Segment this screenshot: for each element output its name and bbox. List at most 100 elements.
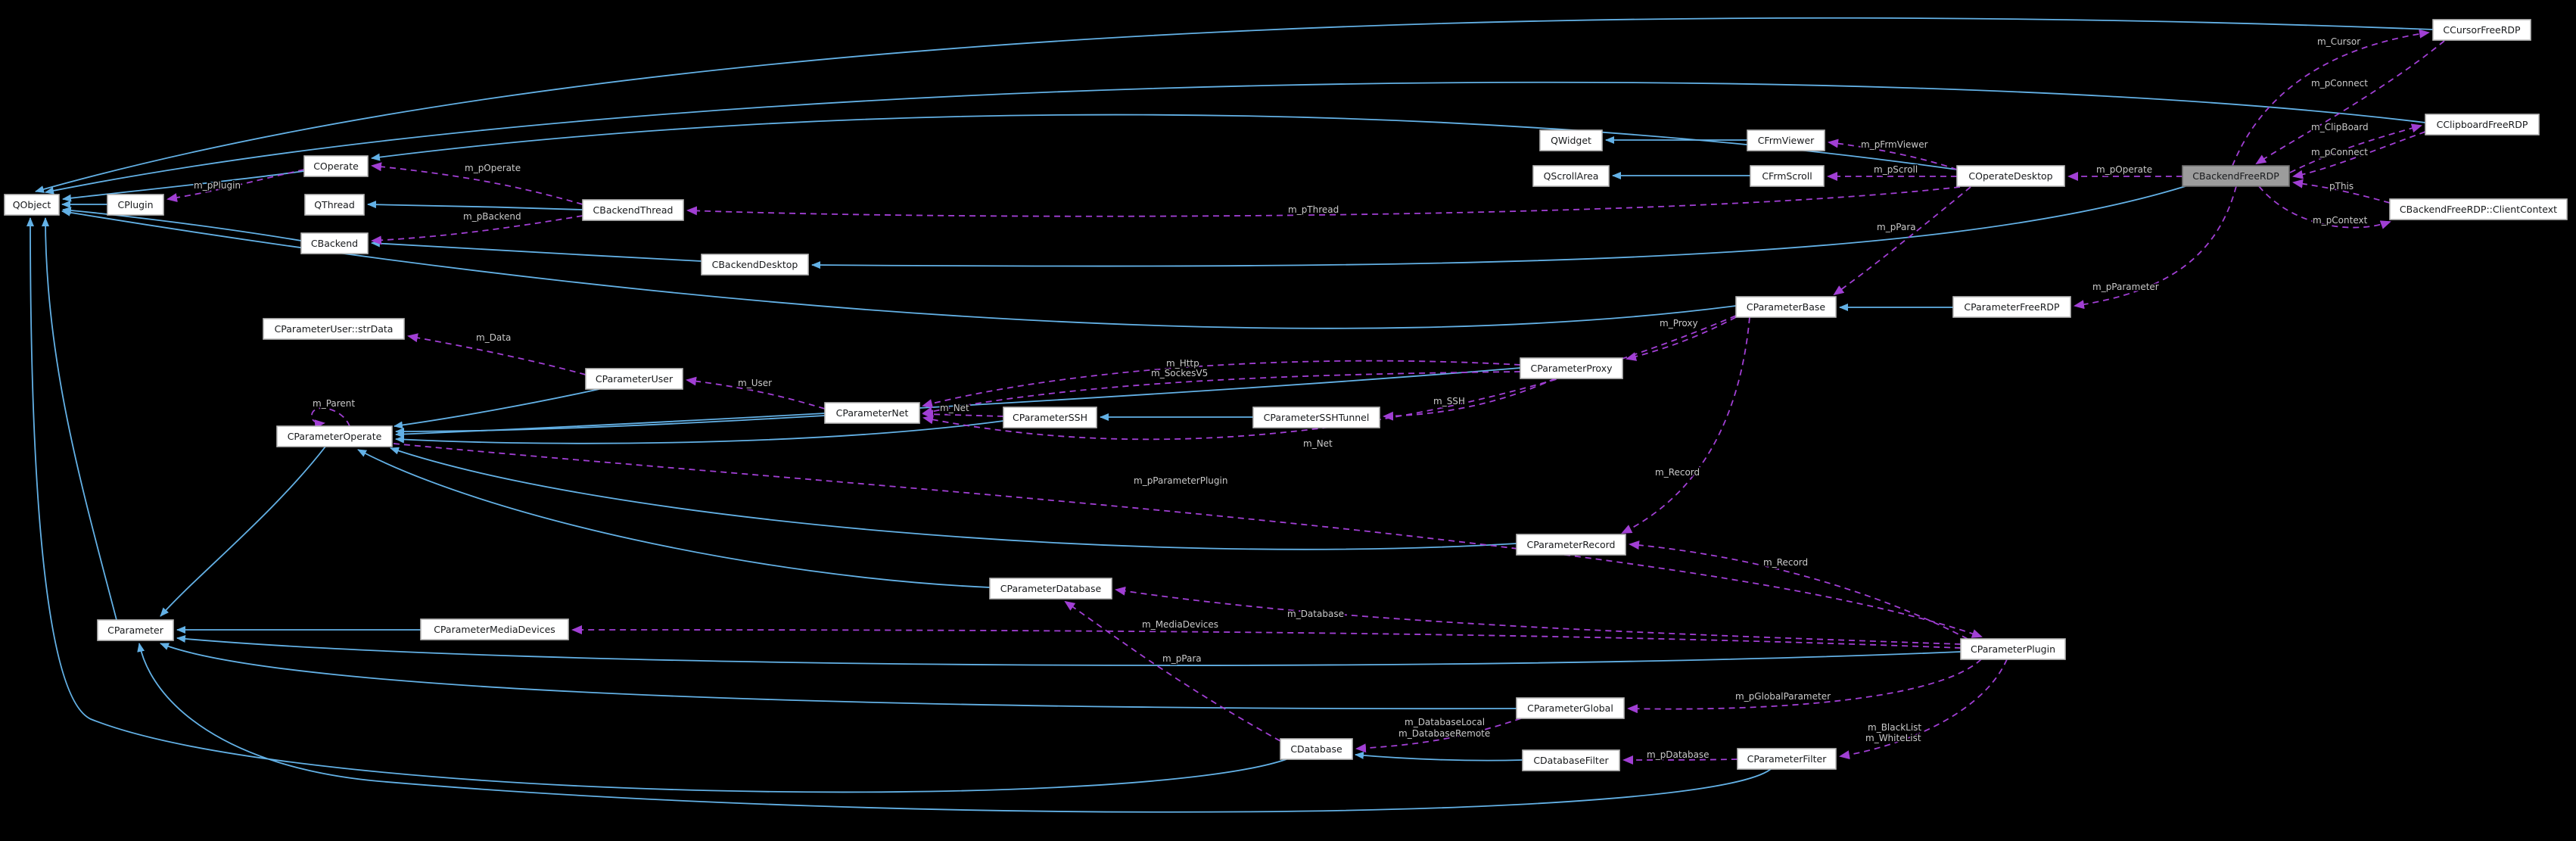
class-node-cparameternet[interactable]: CParameterNet — [824, 402, 920, 424]
class-node-box[interactable] — [1522, 749, 1620, 771]
class-node-cdatabasefilter[interactable]: CDatabaseFilter — [1522, 749, 1620, 771]
class-node-box[interactable] — [276, 425, 393, 447]
class-node-label: CFrmViewer — [1758, 135, 1815, 146]
class-node-label: CParameterFilter — [1747, 753, 1828, 765]
class-node-box[interactable] — [701, 254, 809, 276]
class-node-cplugin[interactable]: CPlugin — [107, 194, 164, 216]
class-node-label: CParameterSSHTunnel — [1264, 412, 1370, 423]
edge-cparameterplugin-to-cparameterglobal — [1627, 659, 1982, 714]
edge-cparameterbase-to-qobject — [61, 208, 1737, 329]
class-node-label: CParameterMediaDevices — [434, 624, 555, 635]
class-node-box[interactable] — [1747, 129, 1825, 151]
class-node-cdatabase[interactable]: CDatabase — [1280, 738, 1353, 760]
class-node-box[interactable] — [2389, 198, 2568, 220]
class-node-box[interactable] — [1737, 748, 1837, 770]
class-node-box[interactable] — [2182, 165, 2290, 187]
class-node-coperatedesktop[interactable]: COperateDesktop — [1956, 165, 2065, 187]
class-node-box[interactable] — [1003, 406, 1097, 428]
class-node-cbackendfreerdp[interactable]: CBackendFreeRDP — [2182, 165, 2290, 187]
class-node-label: CBackendDesktop — [712, 259, 798, 270]
class-node-qwidget[interactable]: QWidget — [1539, 129, 1603, 151]
class-node-box[interactable] — [1539, 129, 1603, 151]
class-node-box[interactable] — [420, 618, 569, 640]
class-node-cparameterglobal[interactable]: CParameterGlobal — [1516, 697, 1625, 719]
class-node-cbackenddesktop[interactable]: CBackendDesktop — [701, 254, 809, 276]
edge-cparameterssh-to-cparameternet — [922, 410, 1004, 419]
class-node-box[interactable] — [1532, 165, 1610, 187]
class-node-cparameterproxy[interactable]: CParameterProxy — [1520, 357, 1623, 379]
class-node-box[interactable] — [263, 318, 405, 340]
edge-cparameterfilter-to-cdatabasefilter — [1622, 755, 1738, 765]
class-node-box[interactable] — [824, 402, 920, 424]
class-node-cfrmscroll[interactable]: CFrmScroll — [1750, 165, 1825, 187]
edge-clientcontext-to-cbackendfreerdp — [2292, 179, 2391, 204]
class-node-cfrmviewer[interactable]: CFrmViewer — [1747, 129, 1825, 151]
class-node-box[interactable] — [1280, 738, 1353, 760]
class-node-box[interactable] — [304, 194, 365, 216]
edge-cclipboardfreerdp-to-cbackendfreerdp — [2292, 131, 2426, 179]
edge-label: m_pContext — [2313, 215, 2368, 226]
class-node-box[interactable] — [989, 578, 1112, 600]
class-node-box[interactable] — [1956, 165, 2065, 187]
class-node-cparameter[interactable]: CParameter — [97, 619, 174, 641]
class-node-cparametersshtunnel[interactable]: CParameterSSHTunnel — [1252, 406, 1380, 428]
class-node-box[interactable] — [2425, 114, 2540, 135]
edge-coperatedesktop-to-coperate — [371, 114, 1958, 170]
edge-ccursorfreerdp-to-qobject — [35, 17, 2434, 193]
class-node-cparameterfreerdp[interactable]: CParameterFreeRDP — [1952, 296, 2071, 318]
class-node-label: CDatabaseFilter — [1533, 755, 1609, 766]
class-node-box[interactable] — [1520, 357, 1623, 379]
edge-cparameterproxy-to-cparametersshtunnel — [1383, 378, 1556, 421]
class-node-label: CParameterDatabase — [1000, 583, 1102, 594]
class-node-cparametermediadevices[interactable]: CParameterMediaDevices — [420, 618, 569, 640]
edge-cparameterproxy-to-cparameteroperate — [395, 367, 1521, 438]
class-node-cparameterbase[interactable]: CParameterBase — [1735, 296, 1837, 318]
class-node-box[interactable] — [585, 368, 683, 390]
class-node-qobject[interactable]: QObject — [4, 194, 60, 216]
class-node-coperate[interactable]: COperate — [303, 155, 369, 177]
class-node-box[interactable] — [97, 619, 174, 641]
edge-cbackenddesktop-to-cbackend — [371, 239, 702, 262]
class-node-cparameteruser[interactable]: CParameterUser — [585, 368, 683, 390]
class-node-strdata[interactable]: CParameterUser::strData — [263, 318, 405, 340]
class-node-label: CParameterGlobal — [1527, 702, 1613, 714]
edge-cparameterrecord-to-cparameteroperate — [390, 447, 1517, 550]
edge-cbackendfreerdp-to-clientcontext — [2258, 185, 2391, 229]
edge-label: m_pConnect — [2311, 78, 2368, 89]
class-node-label: CBackend — [311, 238, 358, 249]
class-node-cbackendthread[interactable]: CBackendThread — [582, 199, 684, 221]
class-node-box[interactable] — [1252, 406, 1380, 428]
edge-label: m_Record — [1763, 557, 1808, 568]
class-node-cparameterdatabase[interactable]: CParameterDatabase — [989, 578, 1112, 600]
edge-label: m_pParameter — [2092, 282, 2159, 292]
class-node-cclipboardfreerdp[interactable]: CClipboardFreeRDP — [2425, 114, 2540, 135]
class-node-box[interactable] — [1960, 638, 2066, 660]
class-node-box[interactable] — [303, 155, 369, 177]
class-node-qscrollarea[interactable]: QScrollArea — [1532, 165, 1610, 187]
class-node-box[interactable] — [300, 232, 369, 254]
class-node-cbackend[interactable]: CBackend — [300, 232, 369, 254]
class-node-clientcontext[interactable]: CBackendFreeRDP::ClientContext — [2389, 198, 2568, 220]
edge-cparameterbase-to-cparameterproxy — [1626, 316, 1737, 361]
class-node-cparameterfilter[interactable]: CParameterFilter — [1737, 748, 1837, 770]
edge-label: m_WhiteList — [1865, 733, 1921, 743]
class-node-ccursorfreerdp[interactable]: CCursorFreeRDP — [2432, 19, 2531, 41]
class-node-box[interactable] — [107, 194, 164, 216]
class-node-cparameteroperate[interactable]: CParameterOperate — [276, 425, 393, 447]
class-node-box[interactable] — [1750, 165, 1825, 187]
class-node-qthread[interactable]: QThread — [304, 194, 365, 216]
class-node-cparameterplugin[interactable]: CParameterPlugin — [1960, 638, 2066, 660]
class-node-label: CParameter — [107, 625, 164, 636]
class-node-box[interactable] — [582, 199, 684, 221]
class-node-box[interactable] — [1735, 296, 1837, 318]
class-node-box[interactable] — [1516, 534, 1626, 556]
class-node-box[interactable] — [1952, 296, 2071, 318]
class-node-cparameterssh[interactable]: CParameterSSH — [1003, 406, 1097, 428]
class-node-cparameterrecord[interactable]: CParameterRecord — [1516, 534, 1626, 556]
edge-label: m_Net — [940, 403, 969, 413]
class-node-box[interactable] — [4, 194, 60, 216]
class-node-box[interactable] — [2432, 19, 2531, 41]
class-node-box[interactable] — [1516, 697, 1625, 719]
class-node-label: CCursorFreeRDP — [2443, 24, 2521, 36]
class-node-label: CParameterNet — [836, 407, 909, 419]
